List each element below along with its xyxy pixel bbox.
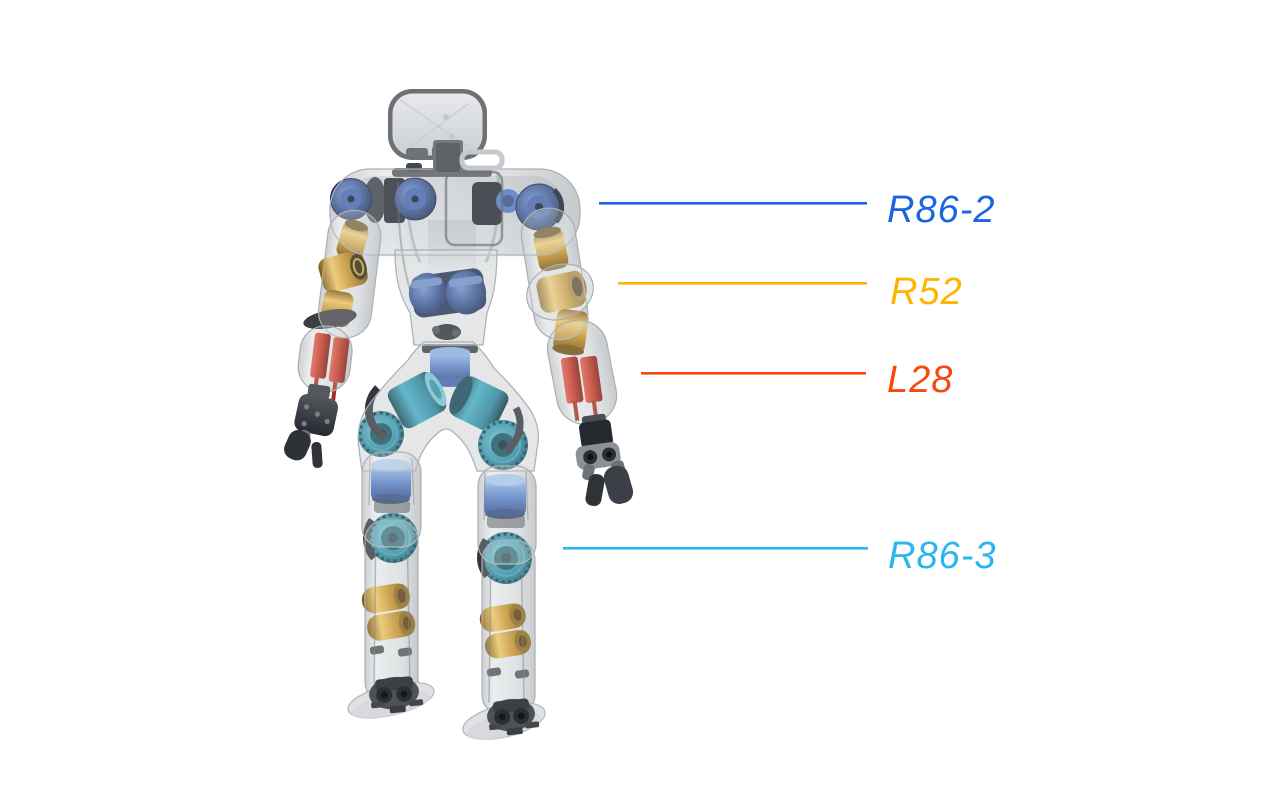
svg-text:L28: L28 xyxy=(887,359,953,401)
svg-text:R52: R52 xyxy=(890,271,963,313)
svg-text:R86-2: R86-2 xyxy=(887,189,996,231)
svg-text:R86-3: R86-3 xyxy=(888,535,997,577)
